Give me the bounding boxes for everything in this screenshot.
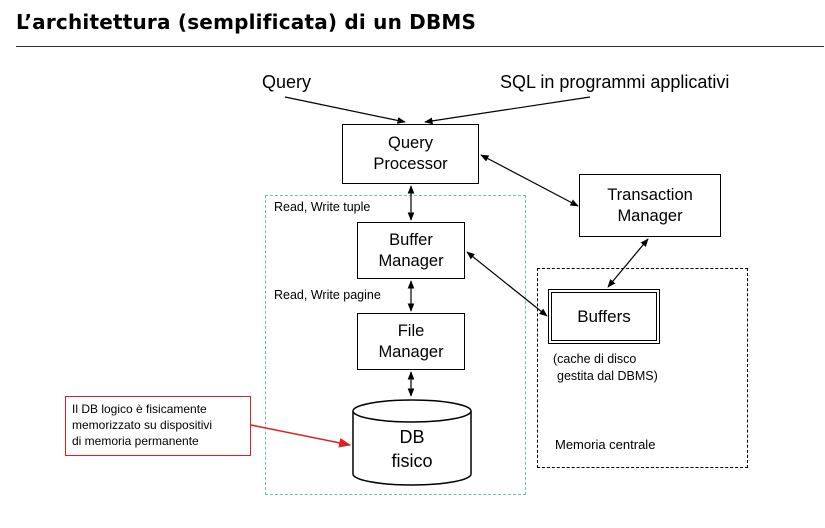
note-line-2: memorizzato su dispositivi <box>72 418 213 432</box>
read-write-tuple-label: Read, Write tuple <box>274 200 371 214</box>
page-title: L’architettura (semplificata) di un DBMS <box>16 10 477 34</box>
note-arrow <box>250 424 352 448</box>
buffers-caption: (cache di disco gestita dal DBMS) <box>553 351 658 385</box>
buffers-box: Buffers <box>548 289 660 344</box>
buffers-caption-line-1: (cache di disco <box>553 352 637 366</box>
buffer-manager-box: Buffer Manager <box>357 222 465 279</box>
buffer-buffers-arrow <box>466 251 548 317</box>
read-write-pagine-label: Read, Write pagine <box>274 288 381 302</box>
db-cylinder <box>352 399 472 486</box>
query-processor-line-1: Query <box>388 134 433 152</box>
db-fisico-line-1: DB <box>399 427 425 447</box>
db-fisico-line-2: fisico <box>391 451 433 471</box>
buffers-label: Buffers <box>577 307 631 326</box>
buffers-caption-line-2: gestita dal DBMS) <box>557 369 658 383</box>
storage-region <box>265 195 526 495</box>
note-line-1: Il DB logico è fisicamente <box>72 402 207 416</box>
processor-transaction-arrow <box>480 154 579 207</box>
db-fisico-label: DB fisico <box>353 425 471 473</box>
transaction-manager-box: Transaction Manager <box>579 174 721 237</box>
query-processor-line-2: Processor <box>373 155 448 173</box>
file-manager-line-1: File <box>397 321 425 340</box>
file-manager-line-2: Manager <box>378 342 444 361</box>
query-processor-box: Query Processor <box>342 124 479 184</box>
file-manager-box: File Manager <box>357 313 465 370</box>
query-input-label: Query <box>262 72 312 92</box>
sql-to-processor-arrow <box>424 96 591 125</box>
title-divider <box>16 46 824 47</box>
buffer-manager-line-2: Manager <box>378 251 444 270</box>
transaction-manager-line-2: Manager <box>617 206 683 225</box>
annotation-note: Il DB logico è fisicamente memorizzato s… <box>65 396 251 456</box>
query-to-processor-arrow <box>284 96 406 124</box>
sql-input-label: SQL in programmi applicativi <box>500 72 730 92</box>
transaction-buffers-arrow <box>607 238 649 288</box>
note-line-3: di memoria permanente <box>72 434 199 448</box>
memory-region-label: Memoria centrale <box>555 437 656 452</box>
transaction-manager-line-1: Transaction <box>607 185 693 204</box>
buffer-manager-line-1: Buffer <box>389 230 433 249</box>
